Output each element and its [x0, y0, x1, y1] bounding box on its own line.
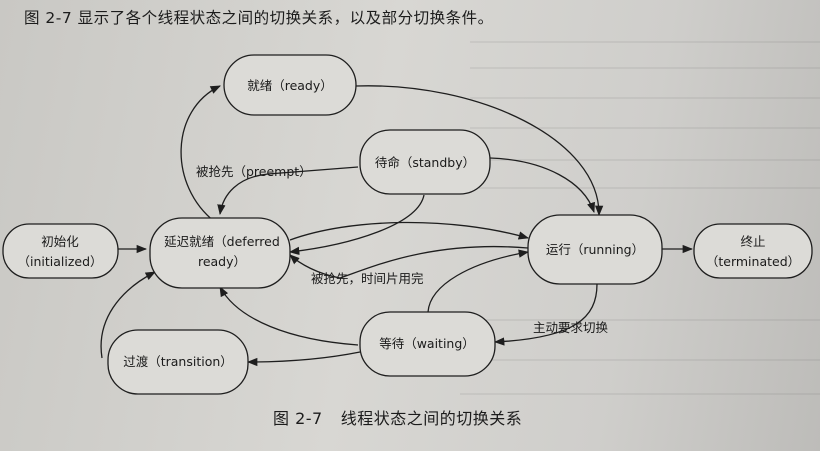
edge-deferred-to-running [289, 221, 530, 241]
edge-running-preempt-to-deferred [217, 166, 359, 216]
node-initialized-label-line1: 初始化 [41, 234, 79, 249]
node-standby: 待命（standby） [359, 129, 491, 195]
page-header-text: 图 2-7 显示了各个线程状态之间的切换关系，以及部分切换条件。 [24, 9, 494, 27]
node-terminated-label-line2: （terminated） [706, 254, 800, 269]
node-transition: 过渡（transition） [107, 329, 249, 395]
figure-caption-title: 线程状态之间的切换关系 [340, 409, 523, 428]
ghost-table-lines [460, 41, 820, 395]
edge-standby-to-running [489, 157, 595, 213]
node-terminated: 终止 （terminated） [693, 223, 813, 279]
edge-waiting-to-running [427, 249, 530, 313]
node-ready-label: 就绪（ready） [247, 78, 333, 93]
label-preempt: 被抢先（preempt） [196, 164, 312, 179]
label-voluntary-switch: 主动要求切换 [533, 320, 609, 335]
node-deferred-ready-label-line2: ready） [198, 254, 246, 269]
figure-caption-number: 图 2-7 [273, 409, 323, 428]
node-waiting: 等待（waiting） [359, 311, 496, 377]
node-initialized: 初始化 （initialized） [2, 223, 119, 279]
node-waiting-label: 等待（waiting） [379, 336, 475, 351]
edge-waiting-to-transition [246, 351, 361, 367]
label-preempt-timeslice: 被抢先，时间片用完 [311, 271, 424, 286]
edge-running-timeslice-to-deferred [289, 245, 529, 279]
node-ready: 就绪（ready） [223, 54, 357, 116]
edge-waiting-to-deferred [219, 286, 359, 346]
node-terminated-label-line1: 终止 [740, 234, 765, 249]
edge-deferred-to-ready [180, 85, 221, 223]
node-initialized-label-line2: （initialized） [17, 254, 102, 269]
edge-transition-to-deferred [100, 271, 156, 359]
node-deferred-ready-label-line1: 延迟就绪（deferred [164, 234, 280, 249]
edge-standby-to-deferred [288, 194, 425, 256]
figure-caption: 图 2-7 线程状态之间的切换关系 [273, 405, 522, 429]
edge-running-voluntary-to-waiting [493, 283, 598, 346]
node-transition-label: 过渡（transition） [123, 354, 233, 369]
node-running: 运行（running） [527, 214, 663, 285]
node-standby-label: 待命（standby） [375, 155, 475, 170]
edge-ready-to-running [355, 85, 604, 217]
node-deferred-ready: 延迟就绪（deferred ready） [149, 217, 291, 289]
node-running-label: 运行（running） [546, 242, 644, 257]
